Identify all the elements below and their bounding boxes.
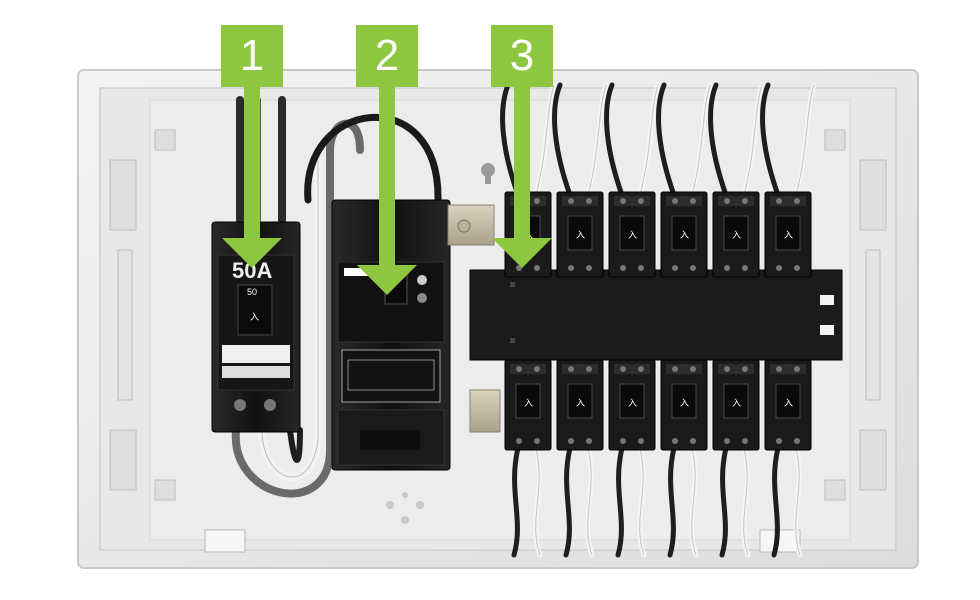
main-breaker-rating: 50	[247, 287, 257, 297]
branch-breaker-switch-glyph: 入	[628, 398, 637, 409]
keyhole-mount	[481, 163, 495, 184]
branch-breaker-switch-glyph: 入	[680, 230, 689, 241]
arrow-3	[492, 78, 552, 268]
branch-breaker-bottom: 入	[504, 359, 552, 451]
main-breaker-switch-glyph: 入	[250, 312, 259, 323]
callout-1-number: 1	[239, 31, 265, 80]
callout-1: 1	[221, 25, 283, 87]
branch-breaker-switch-glyph: 入	[576, 398, 585, 409]
callout-3-number: 3	[509, 31, 535, 80]
main-breaker: 50A 50 入	[211, 221, 301, 433]
branch-breaker-switch-glyph: 入	[524, 398, 533, 409]
branch-breaker-switch-glyph: 入	[680, 398, 689, 409]
arrow-1	[222, 78, 282, 268]
branch-breaker-top: 入	[556, 191, 604, 278]
branch-breaker-switch-glyph: 入	[628, 230, 637, 241]
callout-2-number: 2	[374, 31, 400, 80]
branch-breaker-switch-glyph: 入	[784, 230, 793, 241]
branch-breaker-bottom: 入	[764, 359, 812, 451]
branch-breaker-switch-glyph: 入	[784, 398, 793, 409]
branch-breaker-bottom: 入	[556, 359, 604, 451]
branch-wires-top	[500, 82, 817, 198]
branch-breaker-switch-glyph: 入	[732, 230, 741, 241]
branch-breaker-bottom: 入	[660, 359, 708, 451]
branch-breaker-top: 入	[712, 191, 760, 278]
branch-wires-bottom	[511, 445, 803, 558]
busbar-cover	[469, 269, 843, 361]
branch-breaker-switch-glyph: 入	[576, 230, 585, 241]
mounting-holes	[386, 492, 424, 524]
branch-breaker-switch-glyph: 入	[732, 398, 741, 409]
branch-breaker-bottom: 入	[608, 359, 656, 451]
branch-breaker-top: 入	[764, 191, 812, 278]
branch-breaker-top: 入	[660, 191, 708, 278]
arrow-2	[357, 78, 417, 295]
side-clips	[109, 129, 887, 501]
branch-breaker-top: 入	[608, 191, 656, 278]
bottom-connectors	[204, 529, 801, 553]
callout-3: 3	[491, 25, 553, 87]
branch-breaker-bottom: 入	[712, 359, 760, 451]
bus-brackets	[447, 204, 501, 433]
branch-breakers-bottom: 入入入入入入	[504, 359, 812, 451]
callout-2: 2	[356, 25, 418, 87]
